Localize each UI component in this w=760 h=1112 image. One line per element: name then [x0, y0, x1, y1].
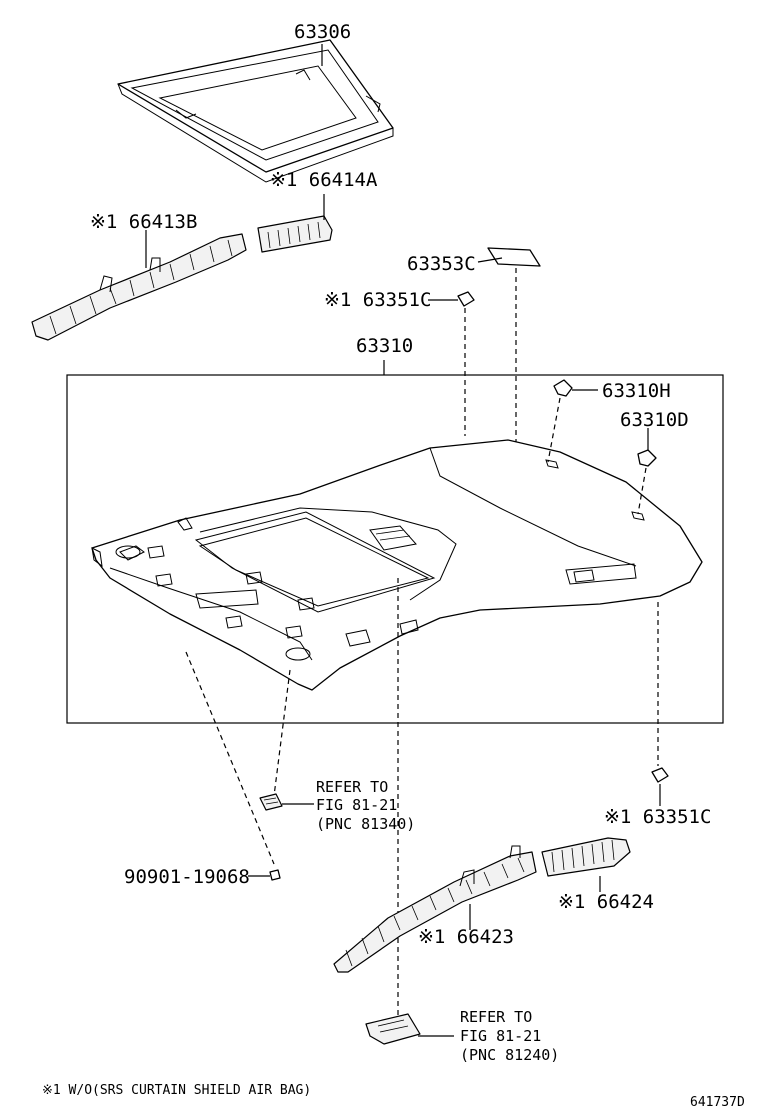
label-90901: 90901-19068 — [124, 866, 250, 888]
label-63351c-top: ※1 63351C — [324, 289, 431, 311]
sunroof-frame-part — [117, 39, 394, 183]
headliner-frame-box — [66, 374, 724, 724]
label-63310: 63310 — [356, 335, 413, 357]
refer1-line2: FIG 81-21 — [316, 796, 397, 814]
clip-63310h-part — [553, 379, 573, 397]
refer2-line3: (PNC 81240) — [460, 1046, 559, 1064]
label-63353c: 63353C — [407, 253, 476, 275]
label-63310d: 63310D — [620, 409, 689, 431]
clip-63351c-bottom-part — [651, 767, 669, 783]
label-66413b: ※1 66413B — [90, 211, 197, 233]
lamp-81340-part — [259, 793, 283, 811]
headliner-part — [91, 439, 703, 691]
refer2-line1: REFER TO — [460, 1008, 532, 1026]
refer1-line1: REFER TO — [316, 778, 388, 796]
label-63351c-bottom: ※1 63351C — [604, 806, 711, 828]
figure-code: 641737D — [690, 1095, 745, 1110]
pad-63353c-part — [487, 247, 541, 267]
screw-90901-part — [269, 869, 281, 881]
bracket-66413b-part — [31, 233, 247, 341]
clip-63351c-top-part — [457, 291, 475, 307]
clip-63310d-part — [637, 449, 657, 467]
bracket-66424-part — [541, 837, 631, 877]
label-66424: ※1 66424 — [558, 891, 654, 913]
bracket-66423-part — [333, 845, 537, 973]
lamp-81240-part — [365, 1013, 421, 1045]
bracket-66414a-part — [257, 215, 333, 253]
label-66423: ※1 66423 — [418, 926, 514, 948]
footnote: ※1 W/O(SRS CURTAIN SHIELD AIR BAG) — [42, 1083, 311, 1098]
refer2-line2: FIG 81-21 — [460, 1027, 541, 1045]
label-66414a: ※1 66414A — [270, 169, 378, 191]
label-63306: 63306 — [294, 21, 351, 43]
label-63310h: 63310H — [602, 380, 671, 402]
refer1-line3: (PNC 81340) — [316, 815, 415, 833]
